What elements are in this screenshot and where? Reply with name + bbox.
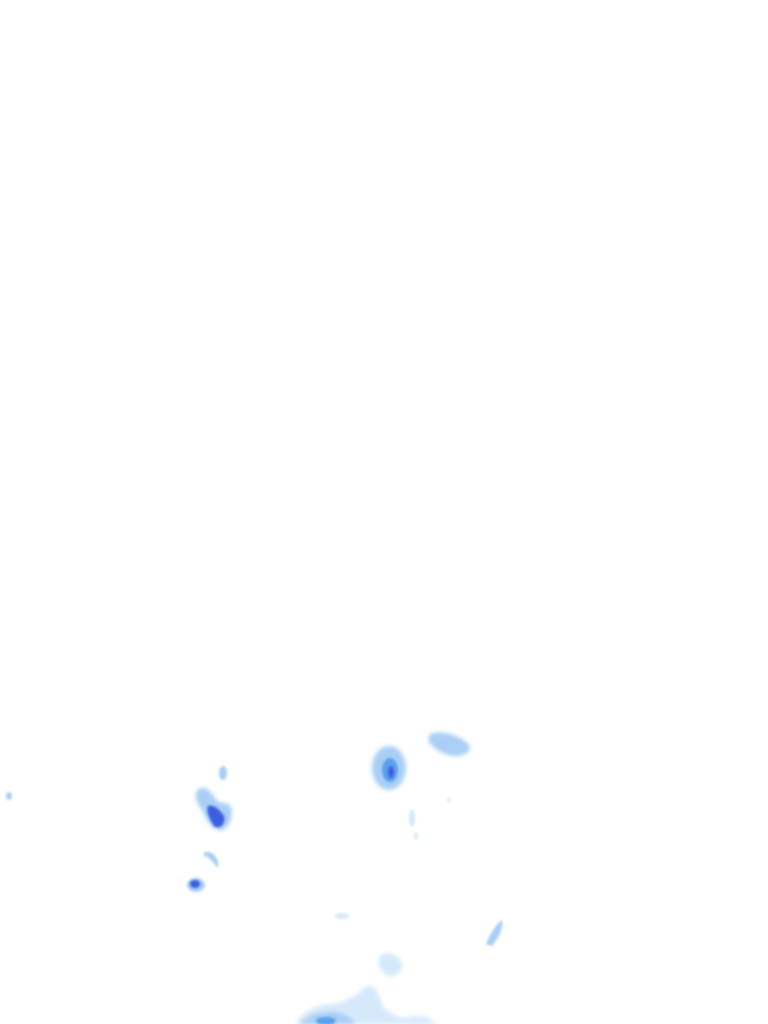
precip-echo-bottom-band <box>296 985 436 1024</box>
precip-echo-west-speck <box>219 766 227 780</box>
precip-echo-south-patch <box>378 953 403 977</box>
precip-echo-northeast-patch <box>428 732 470 756</box>
precip-echo-far-left <box>6 792 12 800</box>
precip-echo-southeast-streak <box>486 920 503 946</box>
precip-echo-south-speck <box>335 913 349 919</box>
precip-echo-southwest-cell <box>187 878 205 892</box>
precip-echo-arc <box>204 851 219 868</box>
precip-echo-west-cell <box>195 787 232 831</box>
precip-echo-central-cell <box>372 746 406 790</box>
precip-echo-thin-streak <box>409 809 418 840</box>
precip-echo-tiny-speck <box>447 798 451 802</box>
